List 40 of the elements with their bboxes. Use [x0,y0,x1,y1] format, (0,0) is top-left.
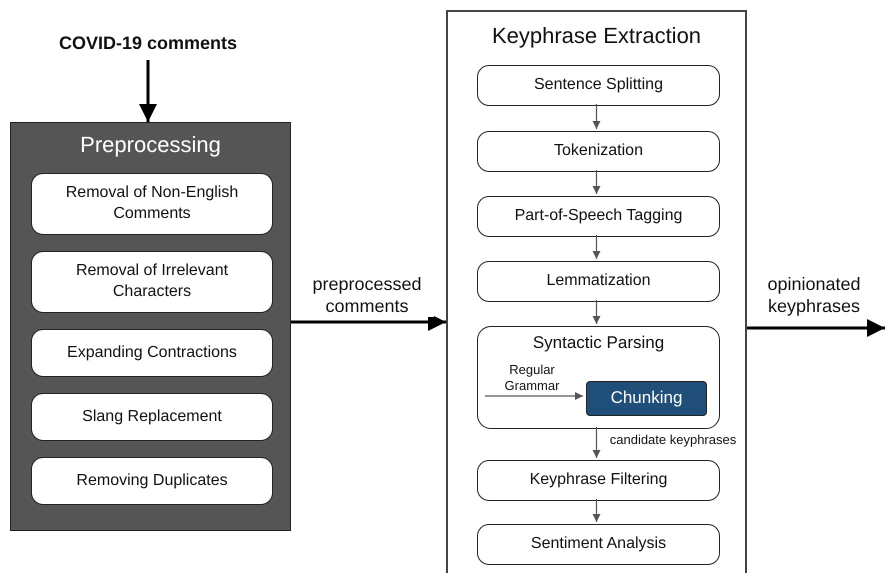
process-panel [446,10,747,573]
input-label: COVID-19 comments [58,32,238,56]
process-panel [10,122,291,531]
process-box [31,173,273,235]
process-box [31,393,273,441]
process-box [477,261,720,302]
arrow [485,392,583,400]
arrow [592,427,600,458]
process-box [477,524,720,565]
step-label: Syntactic Parsing [532,332,664,354]
process-box [477,65,720,106]
arrow [139,60,157,122]
step-label: Lemmatization [546,271,651,292]
process-box [477,196,720,237]
step-label: Sentiment Analysis [530,534,666,554]
step-label: Keyphrase Extraction [492,22,702,50]
process-box [586,381,707,416]
step-label: Slang Replacement [82,406,222,427]
step-label: Part-of-Speech Tagging [514,206,682,226]
step-label: Expanding Contractions [67,342,237,363]
step-label: Preprocessing [80,131,221,159]
process-box [477,326,720,429]
step-label: Tokenization [554,141,643,162]
process-box [31,457,273,505]
arrow [592,499,600,522]
step-label: Removal of Irrelevant Characters [74,261,230,302]
arrow [592,235,600,259]
arrow [592,170,600,194]
step-label: Keyphrase Filtering [530,470,668,490]
process-box [477,460,720,501]
arrow [592,300,600,324]
process-box [477,131,720,172]
step-label: Chunking [610,387,682,410]
process-box [31,251,273,313]
arrow [747,319,885,337]
arrow [592,104,600,129]
step-label: Removal of Non-English Comments [64,183,240,224]
process-box [31,329,273,377]
step-label: Removing Duplicates [76,470,228,491]
step-label: Sentence Splitting [534,75,663,96]
